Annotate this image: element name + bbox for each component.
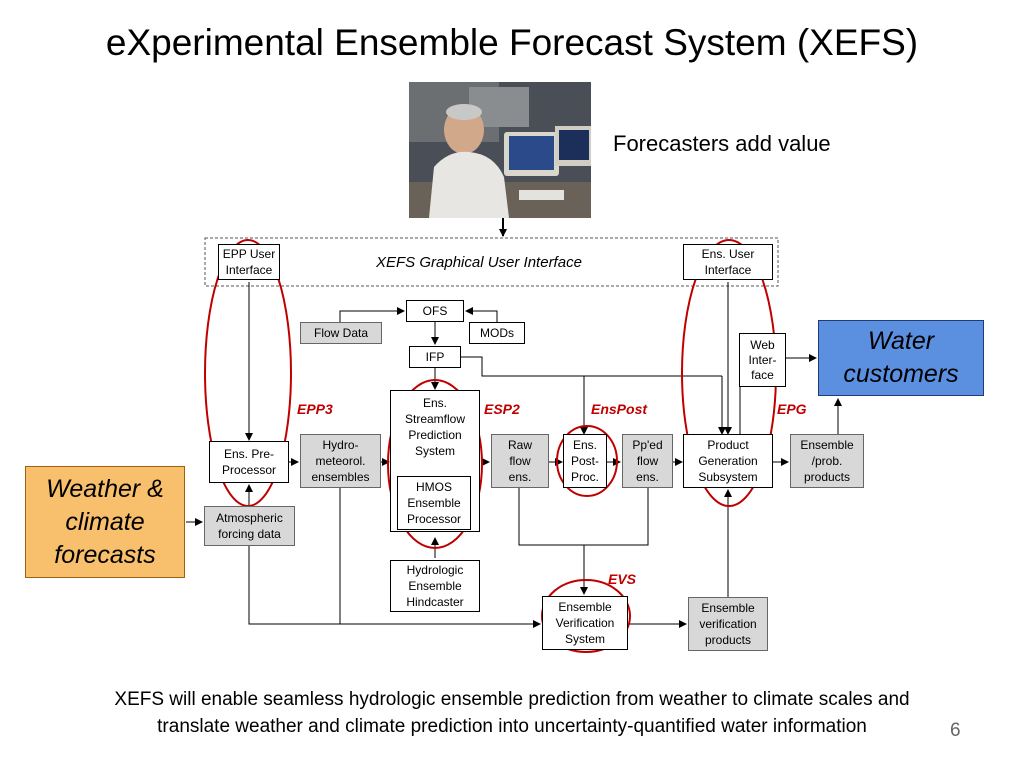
hindcaster-box: Hydrologic Ensemble Hindcaster	[390, 560, 480, 612]
flow-data-box: Flow Data	[300, 322, 382, 344]
atmospheric-forcing-box: Atmospheric forcing data	[204, 506, 295, 546]
mods-box: MODs	[469, 322, 525, 344]
epp-user-interface: EPP User Interface	[218, 244, 280, 280]
ens-postproc-box: Ens. Post- Proc.	[563, 434, 607, 488]
water-customers-box: Water customers	[818, 320, 984, 396]
gui-label: XEFS Graphical User Interface	[376, 254, 582, 271]
highlight-enspost	[556, 425, 618, 497]
gui-panel	[204, 237, 779, 287]
verification-products-box: Ensemble verification products	[688, 597, 768, 651]
label-epp3: EPP3	[297, 401, 333, 417]
label-enspost: EnsPost	[591, 401, 648, 417]
ens-user-interface: Ens. User Interface	[683, 244, 773, 280]
hydromet-ensembles-box: Hydro- meteorol. ensembles	[300, 434, 381, 488]
weather-climate-box: Weather & climate forecasts	[25, 466, 185, 578]
photo-caption: Forecasters add value	[613, 131, 831, 156]
ifp-box: IFP	[409, 346, 461, 368]
hmos-box: HMOS Ensemble Processor	[397, 476, 471, 530]
label-evs: EVS	[608, 571, 637, 587]
page-number: 6	[950, 720, 961, 741]
evs-box: Ensemble Verification System	[542, 596, 628, 650]
ofs-box: OFS	[406, 300, 464, 322]
pped-flow-box: Pp'ed flow ens.	[622, 434, 673, 488]
web-interface-box: Web Inter- face	[739, 333, 786, 387]
forecaster-photo	[409, 82, 591, 218]
label-epg: EPG	[777, 401, 807, 417]
ens-preprocessor-box: Ens. Pre- Processor	[209, 441, 289, 483]
label-esp2: ESP2	[484, 401, 520, 417]
product-generation-box: Product Generation Subsystem	[683, 434, 773, 488]
highlight-esp	[387, 379, 483, 549]
forecaster-photo-graphic	[409, 82, 591, 218]
ensemble-products-box: Ensemble /prob. products	[790, 434, 864, 488]
raw-flow-box: Raw flow ens.	[491, 434, 549, 488]
slide-title: eXperimental Ensemble Forecast System (X…	[105, 22, 919, 63]
footer-text: XEFS will enable seamless hydrologic ens…	[114, 689, 910, 737]
